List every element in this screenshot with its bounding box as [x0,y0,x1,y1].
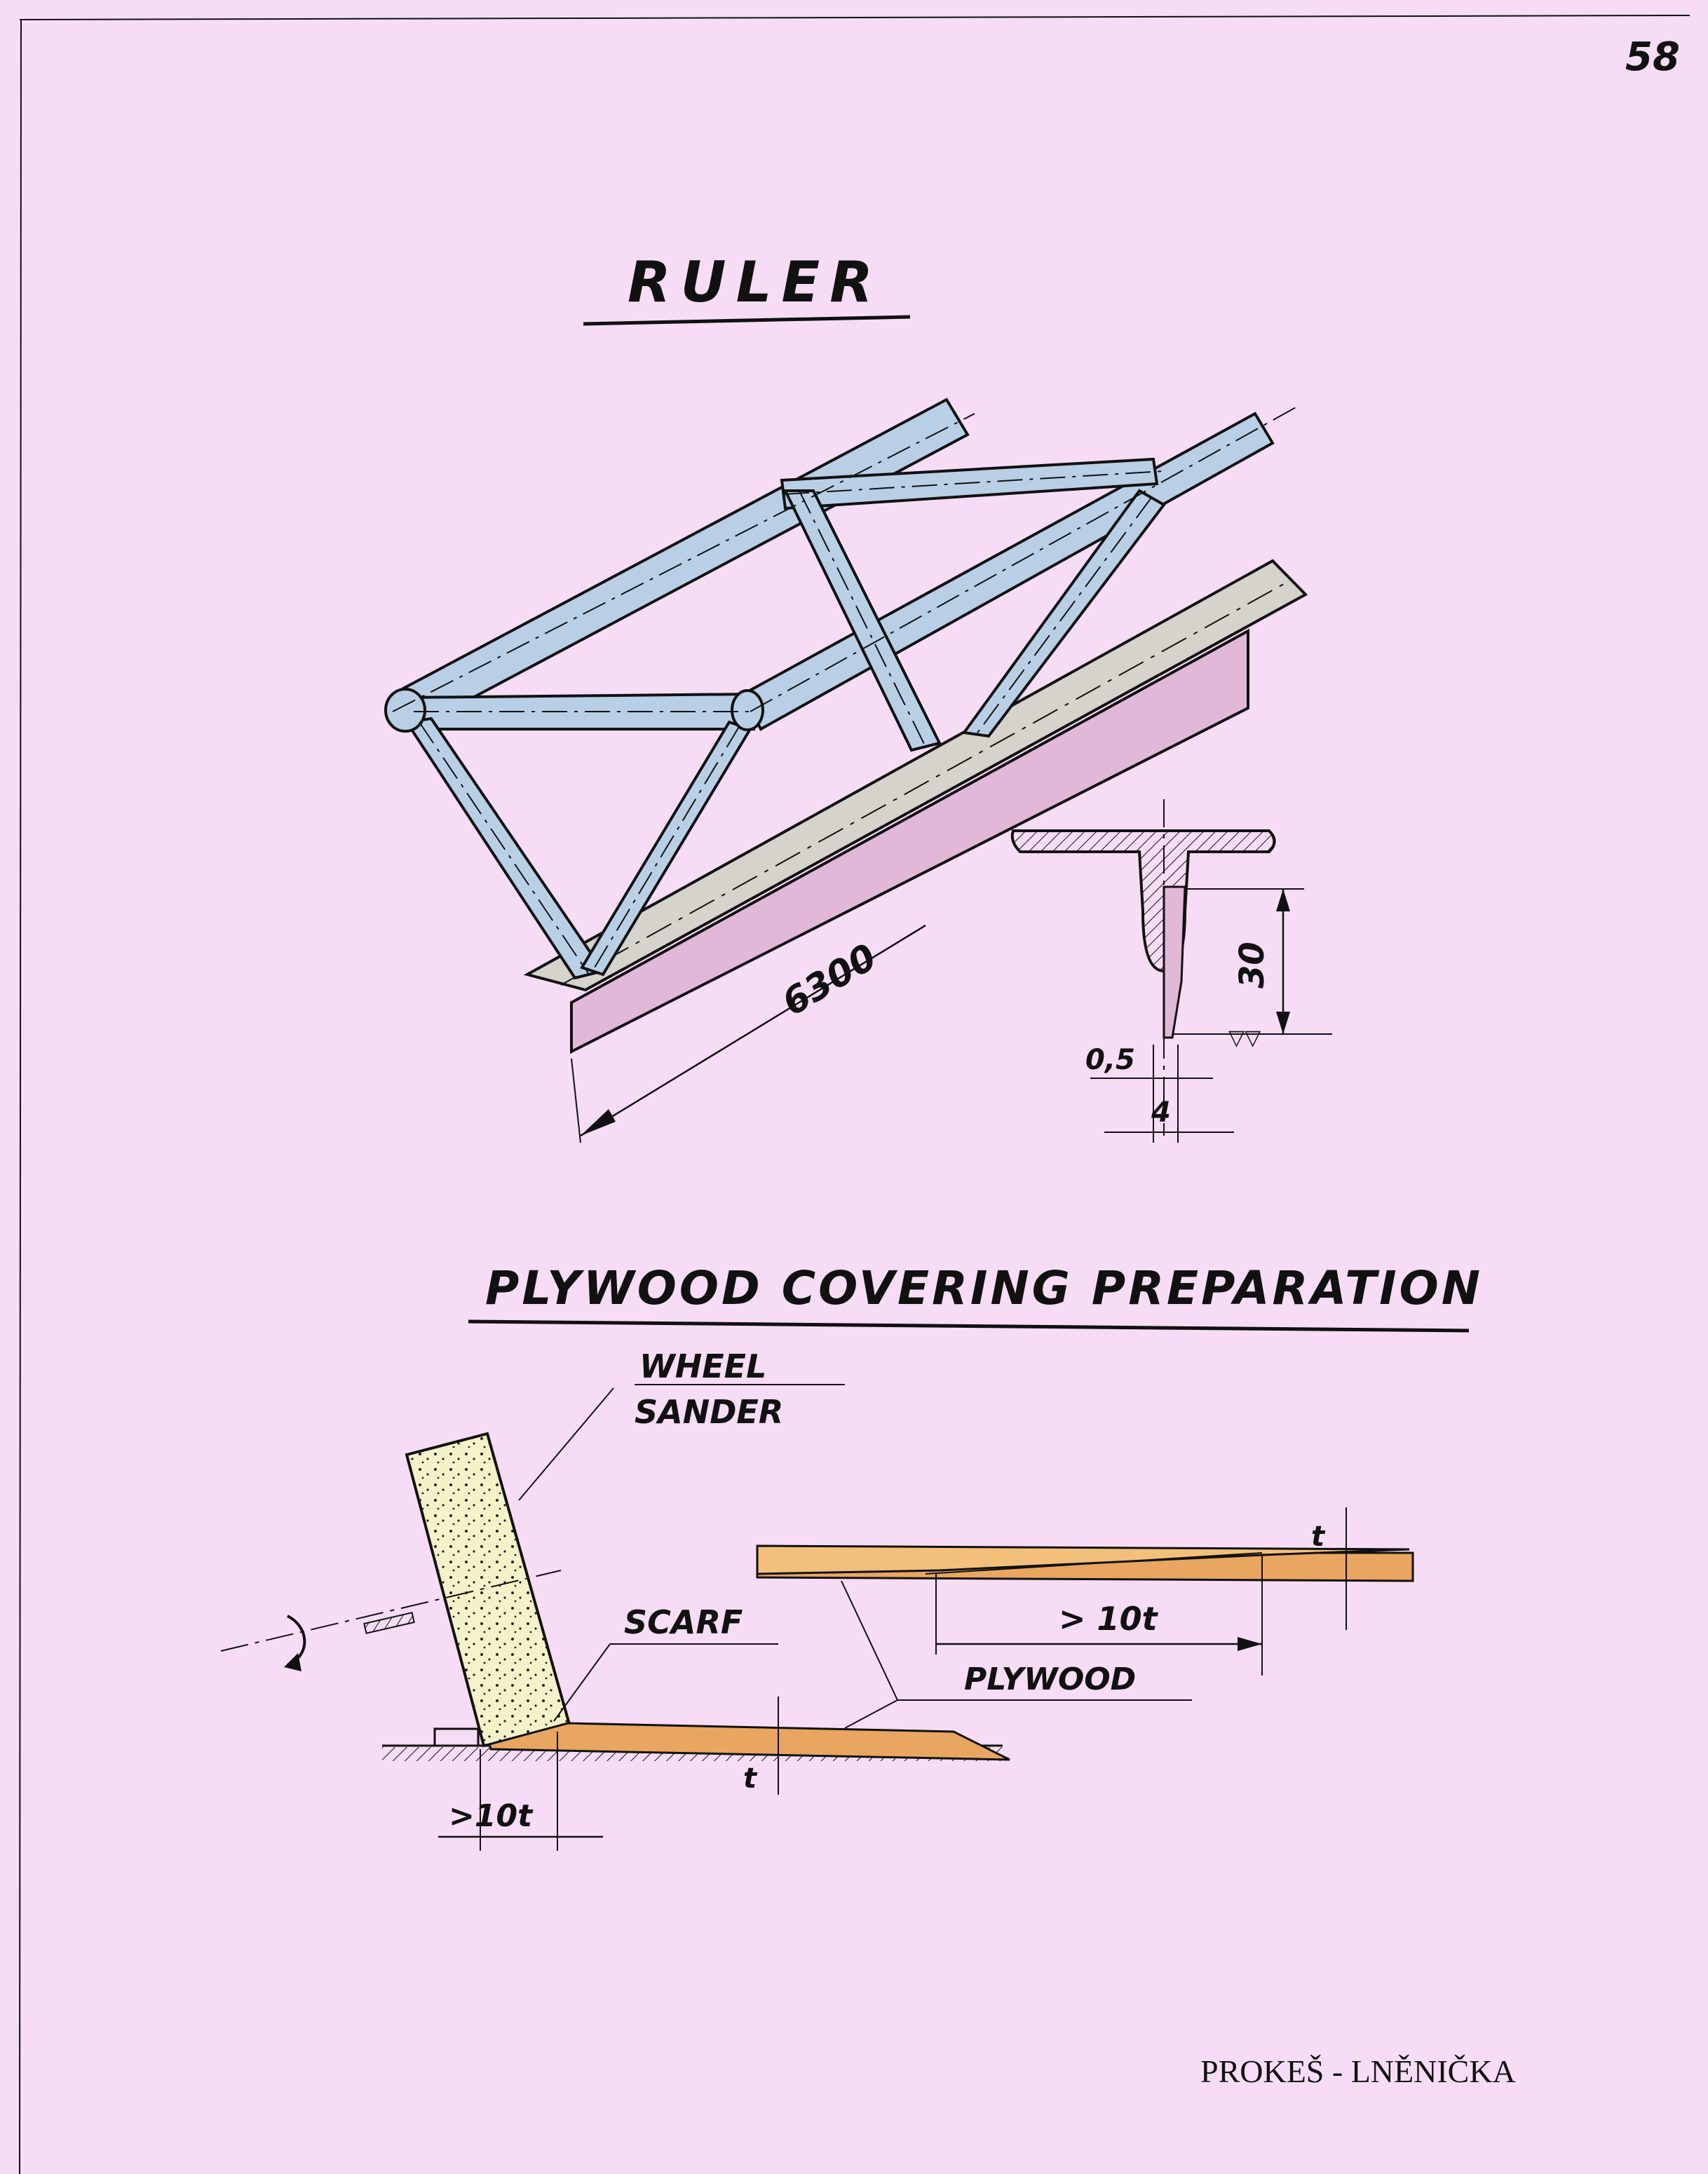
ruler-title: RULER [583,250,911,326]
plywood-scarf-label: > 10t [1059,1600,1159,1638]
length-dimension-line [580,924,926,1137]
credit-text: PROKEŠ - LNĚNIČKA [1200,2053,1516,2089]
length-extension-line [571,1058,581,1143]
axle-bearing-icon [363,1612,415,1634]
length-arrow [581,1109,616,1136]
front-tube-end [731,689,764,731]
length-label: 6300 [775,936,884,1024]
t-left-label: t [743,1762,758,1795]
sanding-wheel-texture [407,1434,571,1746]
plywood-label: PLYWOOD [964,1662,1136,1697]
top-cross-tube [780,457,1159,510]
front-diagonal-tube [961,489,1166,738]
page-top-border [19,15,1690,20]
gap-label: 0,5 [1085,1044,1135,1076]
plywood-leader-lower [844,1699,898,1729]
plywood-title-underline [468,1319,1470,1333]
t-right-label: t [1311,1521,1326,1553]
scarf-leader [553,1643,611,1722]
rotation-arrowhead [284,1653,301,1671]
sander-foot [433,1727,480,1747]
height-arrow-bottom [1276,1012,1290,1034]
plywood-leader-upper [841,1580,898,1701]
wheel-sander-leader [518,1387,614,1501]
sander-scarf-label: >10t [449,1798,534,1834]
page-number: 58 [1625,34,1680,80]
ruler-blade-section [1163,885,1186,1039]
t-section-detail: 30 ▽▽ 0,5 4 [1010,799,1332,1143]
ruler-centerline [560,580,1291,986]
surface-mark: ▽▽ [1228,1026,1261,1050]
upper-scarf-line [925,1552,1263,1575]
ruler-title-underline [583,315,911,326]
wheel-sander-label-line2: SANDER [635,1393,783,1431]
lower-plywood-sheet [488,1722,1010,1761]
scarf-label: SCARF [624,1603,743,1641]
page-left-border [19,19,22,2174]
plywood-title: PLYWOOD COVERING PREPARATION [468,1261,1483,1333]
ruler-title-text: RULER [628,250,883,315]
thickness-label: 4 [1151,1096,1171,1129]
ruler-assembly: 6300 [384,398,1308,1143]
mid-diagonal-tube [782,489,942,752]
truss-centerlines [392,406,1298,975]
plywood-scarf-arrow [1238,1637,1262,1651]
ruler-edge [570,628,1249,1054]
height-arrow-top [1276,889,1290,911]
ruler-blade [523,559,1308,992]
wheel-sander-label: WHEEL SANDER [518,1347,845,1501]
height-label: 30 [1233,942,1272,989]
rotation-axis [220,1570,562,1652]
rear-tube-end [384,688,426,733]
plywood-title-text: PLYWOOD COVERING PREPARATION [485,1261,1483,1315]
wheel-sander-label-line1: WHEEL [639,1347,766,1385]
